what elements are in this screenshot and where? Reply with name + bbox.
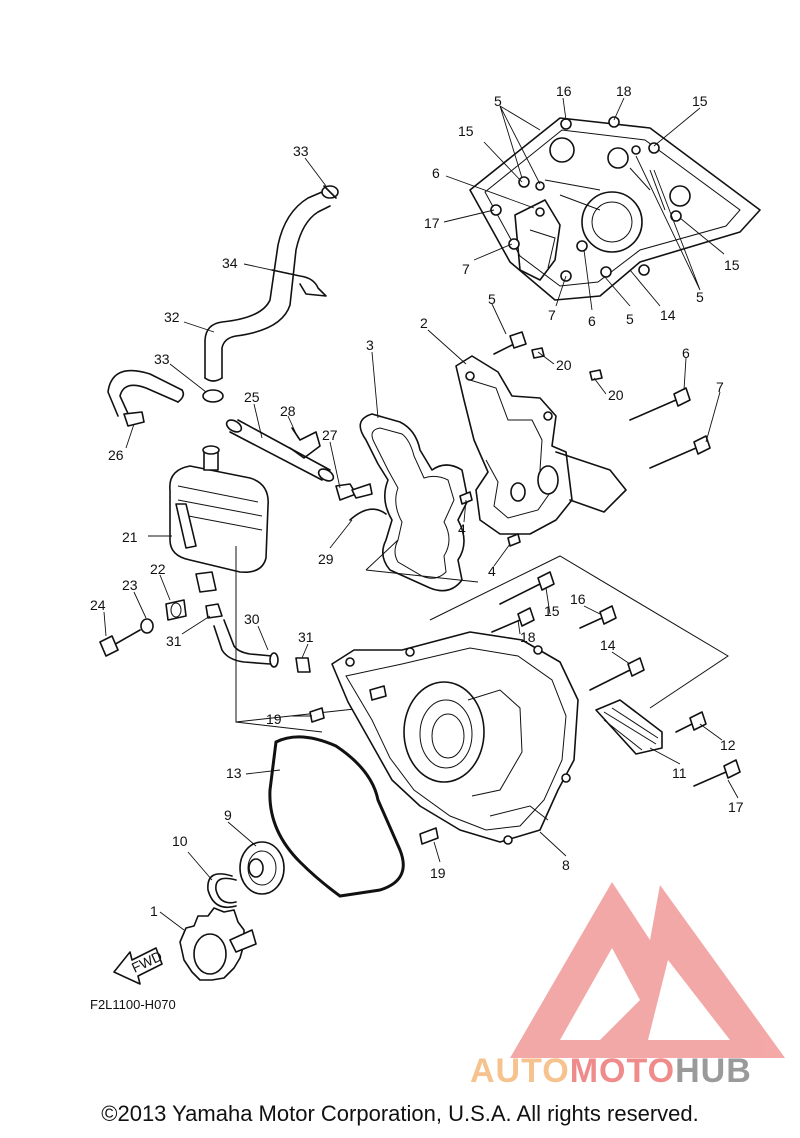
- leader-lines: [103, 97, 739, 931]
- callout-6: 6: [588, 313, 596, 329]
- diagram-code: F2L1100-H070: [90, 997, 176, 1012]
- callout-4: 4: [458, 521, 466, 537]
- callout-11: 11: [672, 765, 687, 781]
- callout-7: 7: [716, 379, 724, 395]
- callout-7: 7: [462, 261, 470, 277]
- logo-text-hub: HUB: [675, 1052, 752, 1090]
- logo-text-moto: MOTO: [569, 1052, 676, 1090]
- callout-32: 32: [164, 309, 180, 325]
- callout-20: 20: [556, 357, 572, 373]
- bracket-28: [289, 427, 321, 459]
- callout-10: 10: [172, 833, 188, 849]
- clip-27: [335, 483, 373, 501]
- long-bolt-6: [629, 387, 691, 421]
- automotohub-logo-icon: [510, 882, 785, 1058]
- dowel-pins-19: [309, 707, 439, 845]
- callout-21: 21: [122, 529, 138, 545]
- hose-26: [107, 369, 185, 419]
- callout-19: 19: [266, 711, 282, 727]
- callout-25: 25: [244, 389, 260, 405]
- oil-cooler-21: [169, 445, 269, 593]
- callout-15: 15: [724, 257, 740, 273]
- callout-4: 4: [488, 563, 496, 579]
- callout-18: 18: [616, 83, 632, 99]
- callout-31: 31: [166, 633, 182, 649]
- callout-28: 28: [280, 403, 296, 419]
- washer-23: [140, 618, 154, 634]
- hose-clamp-33-mid: [202, 389, 224, 403]
- callout-14: 14: [600, 637, 616, 653]
- pipe-25: [225, 419, 335, 482]
- callout-30: 30: [244, 611, 260, 627]
- callout-5: 5: [696, 289, 704, 305]
- callout-16: 16: [556, 83, 572, 99]
- callout-20: 20: [608, 387, 624, 403]
- long-bolt-7: [649, 435, 711, 469]
- callout-17: 17: [728, 799, 744, 815]
- callout-18: 18: [520, 629, 536, 645]
- callout-27: 27: [322, 427, 338, 443]
- callout-26: 26: [108, 447, 124, 463]
- gear-1: [179, 907, 257, 981]
- callout-17: 17: [424, 215, 440, 231]
- callout-3: 3: [366, 337, 374, 353]
- callout-33: 33: [154, 351, 170, 367]
- callout-33: 33: [293, 143, 309, 159]
- callout-6: 6: [682, 345, 690, 361]
- dowel-pins-4: [459, 491, 521, 547]
- callout-1: 1: [150, 903, 158, 919]
- callout-7: 7: [548, 307, 556, 323]
- callout-14: 14: [660, 307, 676, 323]
- cover-2: [455, 355, 627, 535]
- callout-15: 15: [544, 603, 560, 619]
- bolt-24: [99, 629, 141, 657]
- oring-gasket-13: [268, 735, 405, 898]
- logo-text-auto: AUTO: [470, 1052, 570, 1090]
- crankcase-cover-8: [331, 631, 579, 845]
- callout-31: 31: [298, 629, 314, 645]
- clip-29: [349, 508, 387, 521]
- bolts-right-cover: [491, 571, 741, 787]
- fwd-arrow-icon: [113, 947, 163, 985]
- callout-2: 2: [420, 315, 428, 331]
- bearing-9: [239, 841, 285, 895]
- copyright-notice: ©2013 Yamaha Motor Corporation, U.S.A. A…: [101, 1101, 699, 1126]
- fitting-22: [165, 599, 187, 621]
- callout-15: 15: [692, 93, 708, 109]
- callout-5: 5: [488, 291, 496, 307]
- callout-6: 6: [432, 165, 440, 181]
- callout-8: 8: [562, 857, 570, 873]
- callout-5: 5: [494, 93, 502, 109]
- callout-9: 9: [224, 807, 232, 823]
- callout-16: 16: [570, 591, 586, 607]
- callout-22: 22: [150, 561, 166, 577]
- callout-19: 19: [430, 865, 446, 881]
- hose-clamp-26: [123, 411, 145, 427]
- callout-labels: 16 18 5 15 15 6 17 7 15 5 7 6 5 14 33 34…: [90, 83, 744, 919]
- hose-clamp-34: [271, 269, 327, 297]
- callout-23: 23: [122, 577, 138, 593]
- callout-24: 24: [90, 597, 106, 613]
- gasket-3: [359, 413, 479, 592]
- circlip-10: [207, 873, 237, 909]
- callout-5: 5: [626, 311, 634, 327]
- clamp-31: [205, 603, 311, 673]
- hose-clamp-33-top: [321, 185, 339, 199]
- hose-32: [204, 191, 331, 382]
- callout-15: 15: [458, 123, 474, 139]
- screen-11: [595, 699, 663, 755]
- callout-34: 34: [222, 255, 238, 271]
- callout-12: 12: [720, 737, 736, 753]
- bolt-5: [493, 331, 527, 355]
- callout-13: 13: [226, 765, 242, 781]
- callout-29: 29: [318, 551, 334, 567]
- automotohub-logo: AUTOMOTOHUB: [470, 1052, 752, 1091]
- crankcase-top-view: [469, 116, 761, 301]
- pipe-30: [213, 619, 279, 668]
